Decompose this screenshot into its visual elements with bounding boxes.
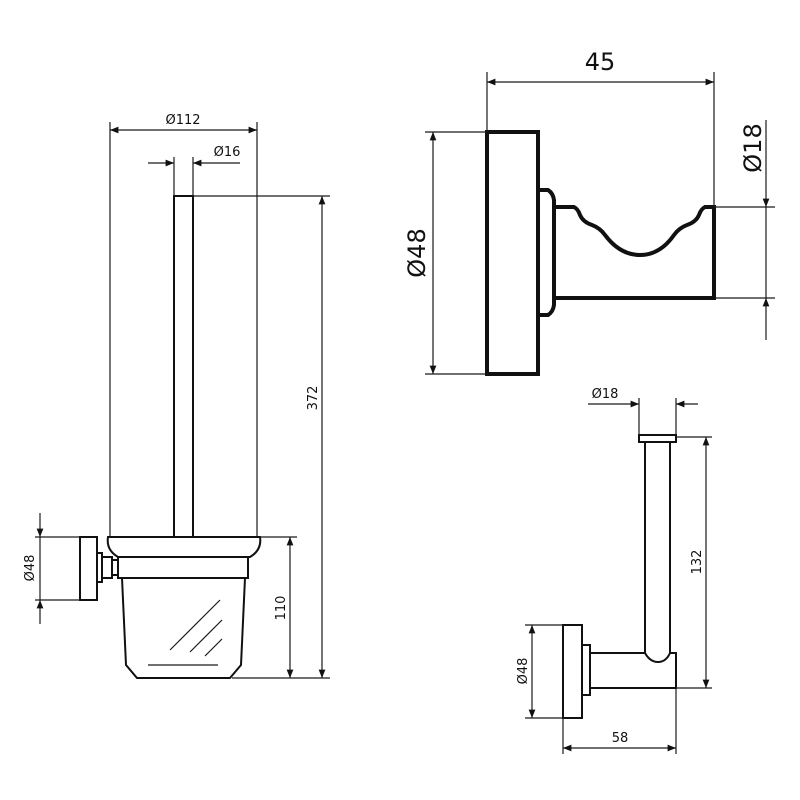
brush-holder-outline (79, 122, 262, 679)
dim-label-48: Ø48 (403, 228, 431, 277)
hook-outline (485, 130, 716, 376)
dim-label-48: Ø48 (23, 555, 38, 582)
dimension-diameter-18-hook: Ø18 (714, 120, 775, 340)
robe-hook: 45 Ø48 Ø18 (403, 48, 775, 376)
dimension-diameter-48-brush: Ø48 (23, 513, 80, 624)
dimension-projection-45: 45 (486, 48, 715, 207)
toilet-brush-holder: Ø112 Ø16 372 110 Ø48 (23, 113, 330, 679)
dimension-height-132: 132 (676, 436, 712, 689)
dimension-diameter-48-roll: Ø48 (516, 624, 563, 719)
dim-label-48: Ø48 (516, 658, 531, 685)
dimension-projection-58: 58 (562, 688, 677, 754)
dimension-height-110: 110 (260, 536, 297, 678)
dim-label-132: 132 (690, 550, 705, 575)
dim-label-18: Ø18 (592, 387, 619, 402)
dimension-diameter-16: Ø16 (148, 145, 240, 196)
dimension-diameter-112: Ø112 (109, 113, 257, 134)
spare-roll-holder: Ø18 132 Ø48 58 (516, 387, 712, 754)
dim-label-112: Ø112 (165, 113, 200, 128)
dim-label-58: 58 (612, 731, 629, 746)
dim-label-45: 45 (585, 48, 616, 76)
dim-label-16: Ø16 (214, 145, 241, 160)
dim-label-18: Ø18 (739, 123, 767, 172)
dimension-diameter-18-roll: Ø18 (588, 387, 698, 435)
dim-label-372: 372 (306, 386, 321, 411)
roll-holder-outline (562, 434, 677, 719)
dimension-diameter-48-hook: Ø48 (403, 131, 487, 375)
dim-label-110: 110 (274, 596, 289, 621)
dimension-height-372: 372 (193, 195, 330, 679)
